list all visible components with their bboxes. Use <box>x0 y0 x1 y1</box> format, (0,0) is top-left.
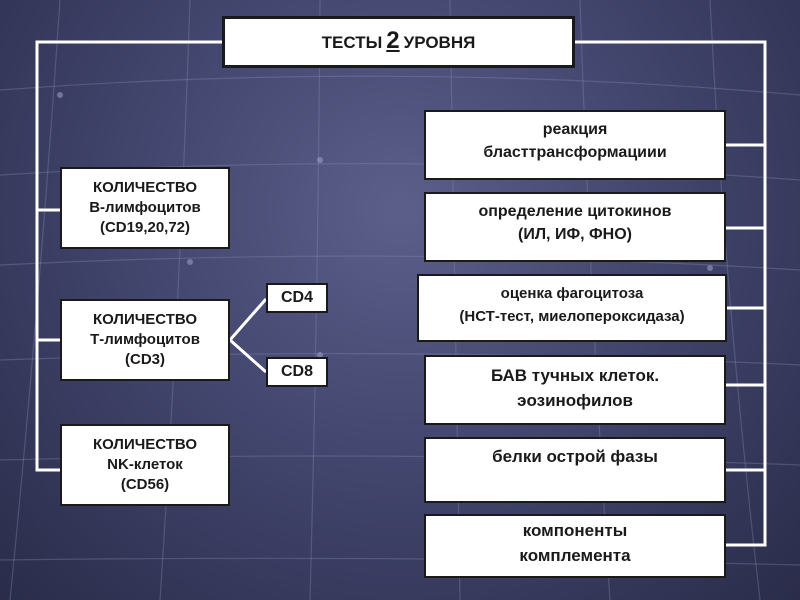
box-line: Т-лимфоцитов <box>90 331 200 348</box>
box-line: КОЛИЧЕСТВО <box>92 436 198 453</box>
cd4-box: CD4 <box>266 283 328 313</box>
box-line: оценка фагоцитоза <box>500 285 644 302</box>
box-line: (ИЛ, ИФ, ФНО) <box>518 226 632 243</box>
cd4-label: CD4 <box>280 289 313 306</box>
b-lymphocytes-box: КОЛИЧЕСТВО В-лимфоцитов (CD19,20,72) <box>60 167 230 249</box>
left-bracket-line <box>35 40 222 472</box>
box-line: белки острой фазы <box>492 447 658 466</box>
box-line: КОЛИЧЕСТВО <box>92 179 198 196</box>
blast-transformation-box: реакция бласттрансформациии <box>424 110 726 180</box>
complement-box: компоненты комплемента <box>424 514 726 578</box>
box-line: комплемента <box>519 546 631 565</box>
box-line: определение цитокинов <box>478 203 672 220</box>
box-line: бласттрансформациии <box>483 144 667 161</box>
phagocytosis-box: оценка фагоцитоза (НСТ-тест, миелоперокс… <box>417 274 727 342</box>
cd8-label: CD8 <box>280 363 313 380</box>
title-number: 2 <box>386 27 400 54</box>
title-prefix: ТЕСТЫ <box>321 33 383 52</box>
title-suffix: УРОВНЯ <box>403 33 476 52</box>
box-line: компоненты <box>522 521 628 540</box>
box-line: (CD56) <box>120 476 170 493</box>
fork-cd8-line <box>229 338 267 374</box>
box-line: КОЛИЧЕСТВО <box>92 311 198 328</box>
box-line: БАВ тучных клеток. <box>490 366 660 385</box>
nk-cells-box: КОЛИЧЕСТВО NK-клеток (CD56) <box>60 424 230 506</box>
title-box: ТЕСТЫ 2 УРОВНЯ <box>222 16 575 68</box>
box-line: реакция <box>542 121 608 138</box>
cytokines-box: определение цитокинов (ИЛ, ИФ, ФНО) <box>424 192 726 262</box>
t-lymphocytes-box: КОЛИЧЕСТВО Т-лимфоцитов (CD3) <box>60 299 230 381</box>
cd8-box: CD8 <box>266 357 328 387</box>
acute-phase-proteins-box: белки острой фазы <box>424 437 726 503</box>
fork-cd4-line <box>228 298 268 341</box>
right-bracket-line <box>575 40 767 547</box>
box-line: (CD3) <box>125 351 165 368</box>
box-line: (НСТ-тест, миелопероксидаза) <box>459 308 685 325</box>
box-line: эозинофилов <box>517 391 633 410</box>
box-line: (CD19,20,72) <box>99 219 191 236</box>
box-line: В-лимфоцитов <box>89 199 201 216</box>
box-line: NK-клеток <box>107 456 183 473</box>
mast-cells-box: БАВ тучных клеток. эозинофилов <box>424 355 726 425</box>
